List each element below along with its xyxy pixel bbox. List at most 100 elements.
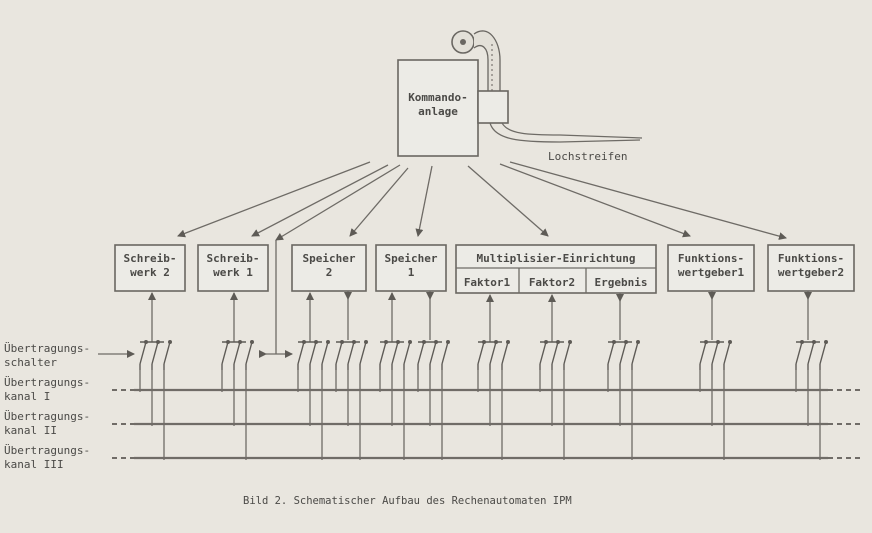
unit-schreibwerk2: Schreib- werk 2 bbox=[114, 244, 186, 292]
switch-blade-speicher2-in-2 bbox=[321, 341, 329, 365]
tape-reader bbox=[477, 90, 509, 124]
switch-blade-speicher2-in-1 bbox=[309, 341, 317, 365]
schreibwerk2-box bbox=[114, 244, 186, 292]
channel-buses bbox=[112, 388, 862, 460]
command-unit-line1: Kommando- bbox=[408, 91, 468, 104]
switch-blade-ergebnis-2 bbox=[631, 341, 639, 365]
wiring bbox=[139, 291, 828, 460]
command-arrows bbox=[177, 161, 787, 354]
funktionswertgeber1-line1: Funktions- bbox=[678, 252, 744, 265]
switch-blade-speicher2-out-2 bbox=[359, 341, 367, 365]
switch-blade-schreibwerk2-2 bbox=[163, 341, 171, 365]
arrow-to-speicher2-left bbox=[275, 164, 401, 241]
tape-exit-edge bbox=[501, 122, 643, 139]
feeder-arrowhead-ergebnis bbox=[616, 294, 624, 302]
arrow-to-multiplier bbox=[467, 165, 549, 237]
funktionswertgeber1-box bbox=[667, 244, 755, 292]
schalter-label-line1: Übertragungs- bbox=[4, 342, 90, 355]
switch-blade-faktor1-1 bbox=[489, 341, 497, 365]
feeder-arrowhead-funktionswertgeber1 bbox=[708, 292, 716, 300]
switch-blade-faktor1-0 bbox=[477, 341, 485, 365]
tape-reel-hub bbox=[460, 39, 466, 45]
arrow-to-speicher2 bbox=[349, 167, 409, 237]
kanal2-label-line1: Übertragungs- bbox=[4, 410, 90, 423]
switch-blade-speicher1-in-0 bbox=[379, 341, 387, 365]
arrow-to-funktionswertgeber1 bbox=[499, 163, 691, 238]
multiplier-box bbox=[455, 244, 657, 294]
multiplier-faktor2: Faktor2 bbox=[529, 276, 575, 289]
command-unit: Kommando- anlage bbox=[397, 59, 479, 157]
switch-blade-speicher2-in-0 bbox=[297, 341, 305, 365]
switch-blade-funktionswertgeber1-1 bbox=[711, 341, 719, 365]
speicher1-line2: 1 bbox=[408, 266, 415, 279]
figure-caption: Bild 2. Schematischer Aufbau des Rechena… bbox=[243, 495, 572, 507]
unit-schreibwerk1: Schreib- werk 1 bbox=[197, 244, 269, 292]
speicher2-line2: 2 bbox=[326, 266, 333, 279]
switch-blade-speicher1-in-2 bbox=[403, 341, 411, 365]
funktionswertgeber2-line1: Funktions- bbox=[778, 252, 844, 265]
switch-blade-ergebnis-1 bbox=[619, 341, 627, 365]
switch-blade-speicher2-out-0 bbox=[335, 341, 343, 365]
switch-blade-faktor2-0 bbox=[539, 341, 547, 365]
switch-blade-speicher1-out-0 bbox=[417, 341, 425, 365]
schreibwerk1-line2: werk 1 bbox=[213, 266, 253, 279]
speicher2-line1: Speicher bbox=[303, 252, 356, 265]
funktionswertgeber2-line2: wertgeber2 bbox=[778, 266, 844, 279]
arrow-to-funktionswertgeber2 bbox=[509, 161, 787, 240]
switch-blade-faktor2-2 bbox=[563, 341, 571, 365]
multiplier-ergebnis: Ergebnis bbox=[595, 276, 648, 289]
switch-blade-speicher1-out-2 bbox=[441, 341, 449, 365]
feeder-arrowhead-speicher1-out bbox=[426, 292, 434, 300]
arrow-to-speicher1 bbox=[415, 165, 433, 237]
schalter-label-line2: schalter bbox=[4, 356, 57, 369]
multiplier-faktor1: Faktor1 bbox=[464, 276, 511, 289]
switch-blade-funktionswertgeber2-2 bbox=[819, 341, 827, 365]
multiplier-title: Multiplisier-Einrichtung bbox=[477, 252, 636, 265]
funktionswertgeber2-box bbox=[767, 244, 855, 292]
punched-tape: Lochstreifen bbox=[451, 30, 643, 163]
arrow-to-schreibwerk1 bbox=[251, 164, 389, 237]
kanal3-label-line1: Übertragungs- bbox=[4, 444, 90, 457]
unit-multiplier: Multiplisier-Einrichtung Faktor1 Faktor2… bbox=[455, 244, 657, 294]
unit-speicher1: Speicher 1 bbox=[375, 244, 447, 292]
command-unit-box bbox=[397, 59, 479, 157]
speicher1-line1: Speicher bbox=[385, 252, 438, 265]
switch-blade-speicher1-in-1 bbox=[391, 341, 399, 365]
switch-blade-funktionswertgeber1-2 bbox=[723, 341, 731, 365]
switch-blade-faktor1-2 bbox=[501, 341, 509, 365]
kanal2-label-line2: kanal II bbox=[4, 424, 57, 437]
left-labels: Übertragungs- schalter Übertragungs- kan… bbox=[4, 342, 135, 471]
switch-blade-schreibwerk1-1 bbox=[233, 341, 241, 365]
switch-blade-funktionswertgeber1-0 bbox=[699, 341, 707, 365]
kanal3-label-line2: kanal III bbox=[4, 458, 64, 471]
switch-blade-speicher2-out-1 bbox=[347, 341, 355, 365]
unit-funktionswertgeber1: Funktions- wertgeber1 bbox=[667, 244, 755, 292]
switch-blade-funktionswertgeber2-0 bbox=[795, 341, 803, 365]
unit-speicher2: Speicher 2 bbox=[291, 244, 367, 292]
schreibwerk1-box bbox=[197, 244, 269, 292]
tape-exit bbox=[489, 122, 641, 143]
feeder-arrowhead-speicher2-out bbox=[344, 292, 352, 300]
schreibwerk2-line1: Schreib- bbox=[124, 252, 177, 265]
kanal1-label-line2: kanal I bbox=[4, 390, 50, 403]
kanal1-label-line1: Übertragungs- bbox=[4, 376, 90, 389]
switch-blade-schreibwerk1-0 bbox=[221, 341, 229, 365]
unit-funktionswertgeber2: Funktions- wertgeber2 bbox=[767, 244, 855, 292]
tape-label: Lochstreifen bbox=[548, 150, 627, 163]
switch-blade-funktionswertgeber2-1 bbox=[807, 341, 815, 365]
switch-blade-schreibwerk2-0 bbox=[139, 341, 147, 365]
switch-blade-schreibwerk2-1 bbox=[151, 341, 159, 365]
switch-blade-schreibwerk1-2 bbox=[245, 341, 253, 365]
feeder-arrowhead-funktionswertgeber2 bbox=[804, 292, 812, 300]
switch-blade-ergebnis-0 bbox=[607, 341, 615, 365]
schreibwerk1-line1: Schreib- bbox=[207, 252, 260, 265]
schreibwerk2-line2: werk 2 bbox=[130, 266, 170, 279]
funktionswertgeber1-line2: wertgeber1 bbox=[678, 266, 745, 279]
switch-blade-faktor2-1 bbox=[551, 341, 559, 365]
arrow-to-schreibwerk2 bbox=[177, 161, 371, 238]
speicher1-box bbox=[375, 244, 447, 292]
speicher2-box bbox=[291, 244, 367, 292]
switch-blade-speicher1-out-1 bbox=[429, 341, 437, 365]
command-unit-line2: anlage bbox=[418, 105, 458, 118]
